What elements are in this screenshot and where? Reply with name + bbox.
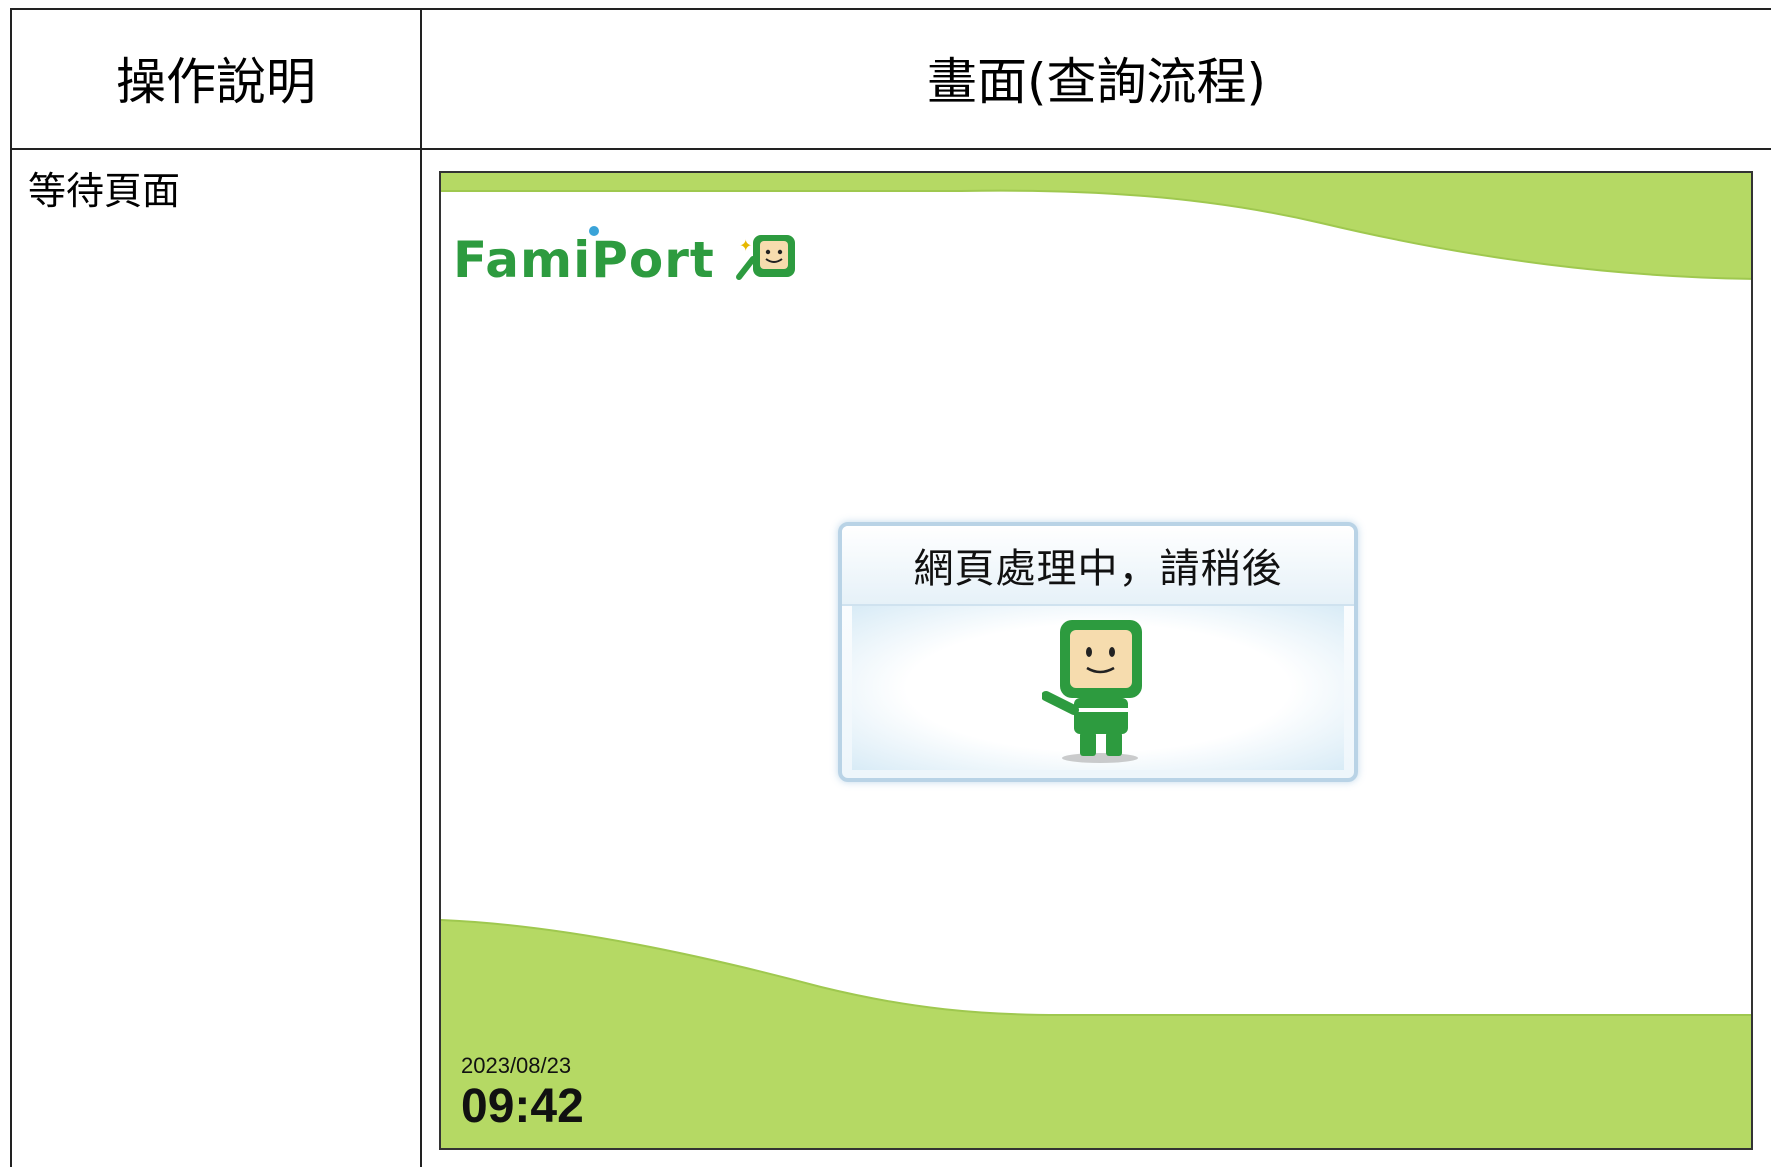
background-wave-decoration <box>441 173 1751 1148</box>
time-display: 09:42 <box>461 1080 584 1133</box>
date-display: 2023/08/23 <box>461 1053 572 1078</box>
kiosk-screen: FamiPort ✦✦ 網頁處理中，請稍後 <box>439 171 1753 1150</box>
famiport-logo: FamiPort ✦✦ <box>453 226 795 289</box>
processing-message: 網頁處理中，請稍後 <box>842 526 1354 606</box>
processing-dialog: 網頁處理中，請稍後 <box>838 522 1358 782</box>
famiport-mascot-icon <box>1042 620 1142 763</box>
header-divider <box>10 148 1771 150</box>
column-header-instructions: 操作說明 <box>116 53 316 111</box>
dialog-body <box>852 606 1344 770</box>
step-label: 等待頁面 <box>28 169 181 213</box>
column-divider <box>420 8 422 1167</box>
svg-text:FamiPort: FamiPort <box>453 231 715 289</box>
instruction-table <box>10 8 1771 1167</box>
column-header-screen: 畫面(查詢流程) <box>926 53 1266 111</box>
